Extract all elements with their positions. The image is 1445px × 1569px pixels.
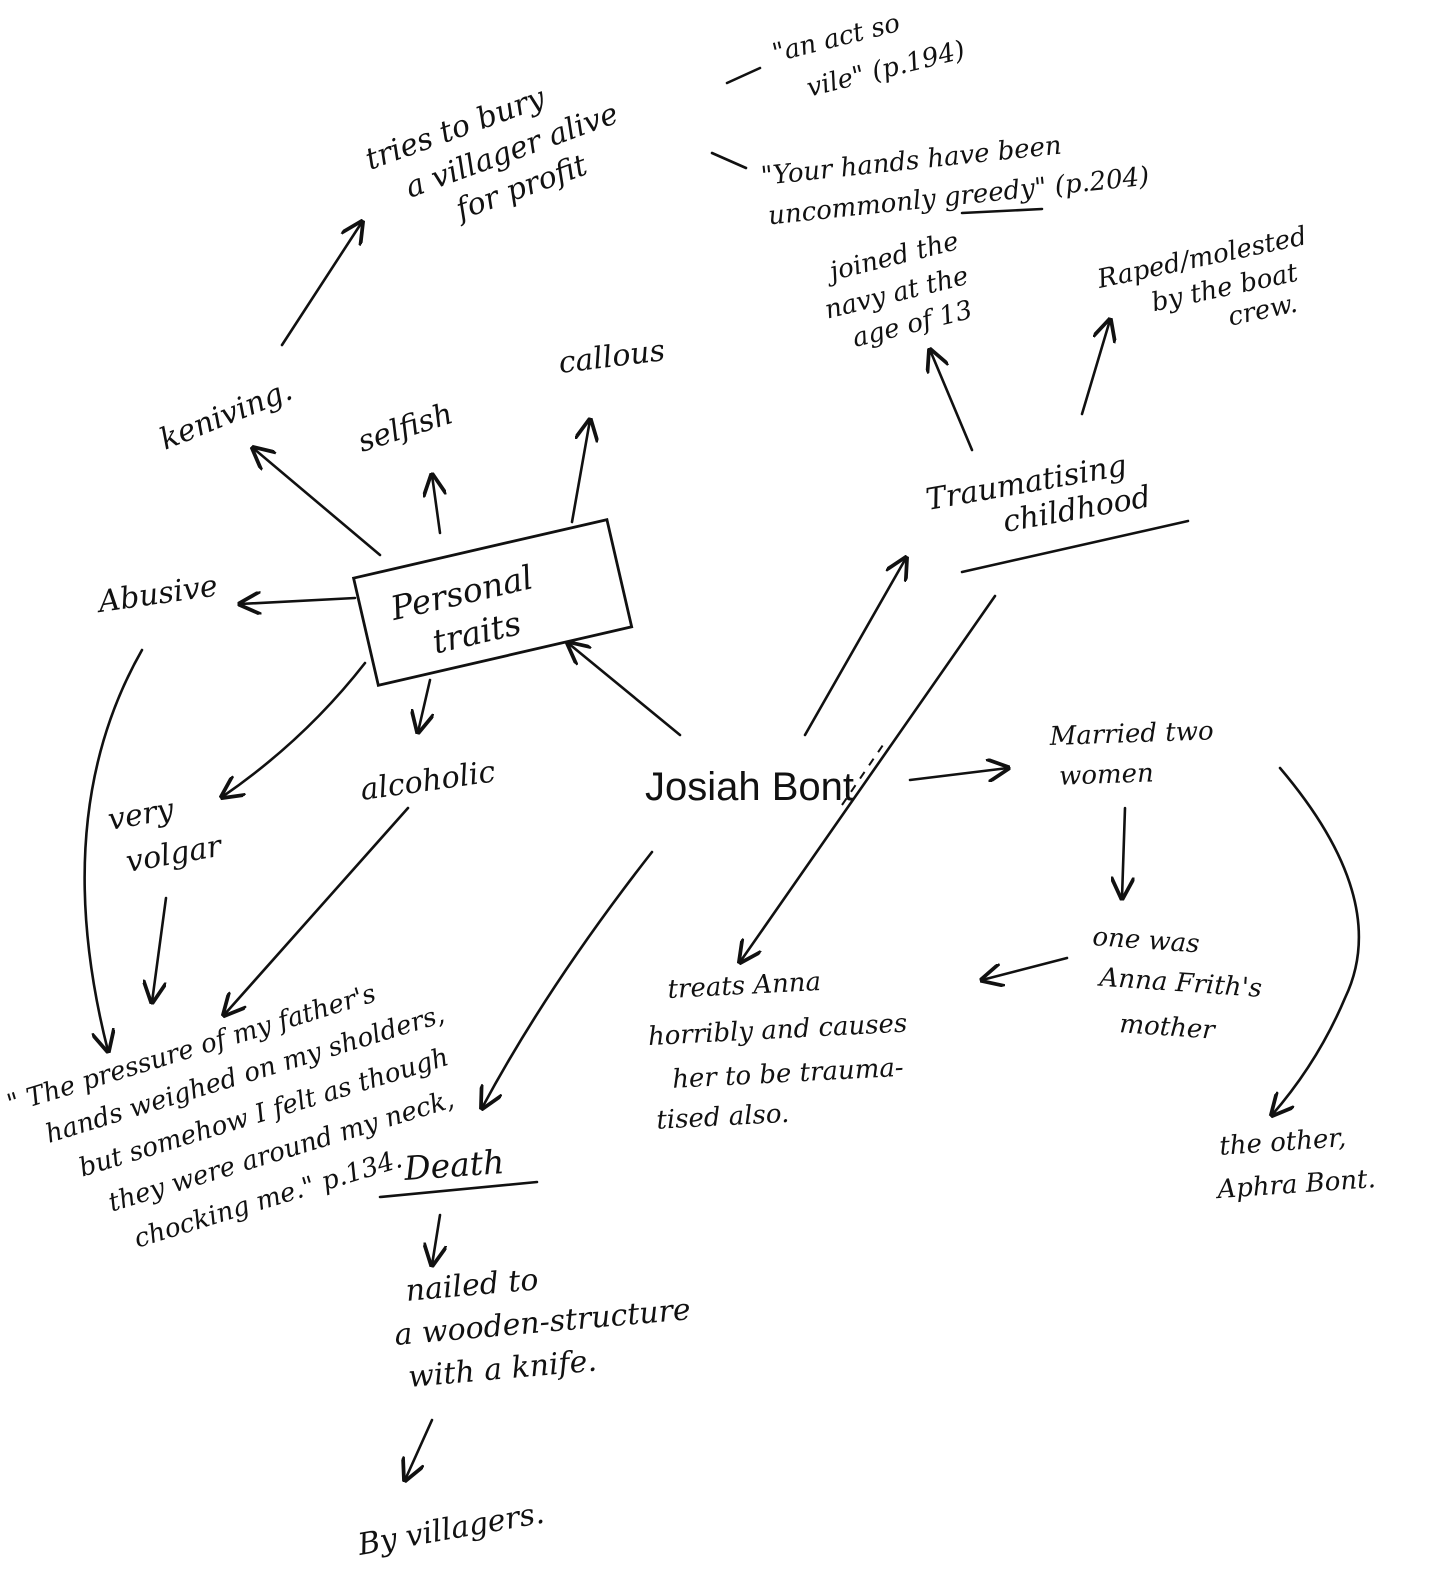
- arrow-married-to-other: [1272, 766, 1361, 1115]
- arrow-nailed-to-villagers: [405, 1418, 434, 1480]
- dashed-line-bont: [841, 741, 886, 806]
- arrow-alcoholic-to-quote: [224, 806, 410, 1015]
- arrow-traits-to-selfish: [432, 475, 440, 535]
- personal-traits-node: Personal traits: [351, 517, 634, 687]
- trait-callous: callous: [557, 333, 667, 381]
- treats-line-1: treats Anna: [667, 967, 822, 1005]
- arrow-bont-to-childhood: [803, 558, 906, 737]
- married-one: one was Anna Frith's mother: [1092, 922, 1263, 1046]
- connectors: [83, 66, 1361, 1480]
- arrow-traits-to-keniving: [253, 448, 382, 557]
- arrow-one-to-treats: [982, 956, 1069, 980]
- arrow-bont-to-death: [482, 850, 654, 1108]
- underline-greedy-word: [960, 207, 1044, 215]
- arrow-keniving-to-bury: [280, 222, 362, 347]
- underline-death: [378, 1180, 539, 1199]
- death-label: Death: [402, 1142, 506, 1188]
- married-line-1: Married two: [1048, 716, 1214, 752]
- quote-vile: "an act so vile" (p.194): [769, 8, 968, 103]
- treats-note: treats Anna horribly and causes her to b…: [647, 967, 908, 1136]
- childhood-raped: Raped/molested by the boat crew.: [1094, 221, 1310, 332]
- center-node-josiah-bont: Josiah Bont: [645, 765, 854, 809]
- death-nailed: nailed to a wooden-structure with a knif…: [393, 1262, 692, 1395]
- arrow-bont-to-married: [908, 768, 1008, 780]
- arrow-traits-to-abusive: [240, 598, 357, 604]
- nailed-line-3: with a knife.: [407, 1344, 598, 1395]
- arrow-bont-to-traits: [568, 643, 682, 737]
- trait-vulgar-2: volgar: [123, 828, 225, 879]
- trait-alcoholic: alcoholic: [358, 754, 497, 808]
- childhood-navy: joined the navy at the age of 13: [822, 226, 976, 353]
- trait-keniving: keniving.: [155, 373, 297, 458]
- line-bury-to-greedy: [710, 151, 748, 170]
- trait-vulgar-1: very: [105, 792, 177, 838]
- one-line-3: mother: [1119, 1009, 1218, 1046]
- nailed-line-1: nailed to: [404, 1262, 540, 1308]
- married-node: Married two women: [1048, 716, 1214, 791]
- quote-father: " The pressure of my father's hands weig…: [4, 979, 458, 1255]
- arrow-death-to-nailed: [432, 1213, 440, 1265]
- arrow-traits-to-callous: [570, 420, 590, 524]
- treats-line-2: horribly and causes: [647, 1009, 908, 1053]
- death-by-villagers: By villagers.: [354, 1496, 547, 1563]
- arrow-childhood-to-navy: [930, 350, 974, 452]
- bury-note: tries to bury a villager alive for profi…: [361, 80, 623, 228]
- one-line-2: Anna Frith's: [1097, 963, 1263, 1004]
- underline-childhood: [960, 519, 1190, 574]
- other-line-2: Aphra Bont.: [1214, 1164, 1376, 1205]
- line-bury-to-vile: [725, 66, 762, 85]
- arrow-traits-to-vulgar: [222, 661, 367, 797]
- arrow-abusive-to-quote: [83, 648, 144, 1051]
- trait-abusive: Abusive: [93, 569, 220, 621]
- one-line-1: one was: [1092, 922, 1201, 959]
- arrow-married-to-one: [1122, 806, 1125, 898]
- arrow-vulgar-to-quote: [152, 896, 168, 1002]
- trait-selfish: selfish: [354, 396, 458, 459]
- personal-traits-box: [351, 517, 634, 687]
- arrow-childhood-to-raped: [1080, 320, 1110, 416]
- other-line-1: the other,: [1218, 1123, 1347, 1162]
- treats-line-4: tised also.: [656, 1099, 790, 1136]
- married-line-2: women: [1059, 758, 1155, 791]
- arrow-childhood-to-treats: [740, 594, 997, 962]
- married-other: the other, Aphra Bont.: [1214, 1123, 1376, 1205]
- arrow-traits-to-alcoholic: [418, 678, 430, 732]
- quote-greedy: "Your hands have been uncommonly greedy"…: [760, 131, 1151, 232]
- treats-line-3: her to be trauma-: [672, 1053, 905, 1095]
